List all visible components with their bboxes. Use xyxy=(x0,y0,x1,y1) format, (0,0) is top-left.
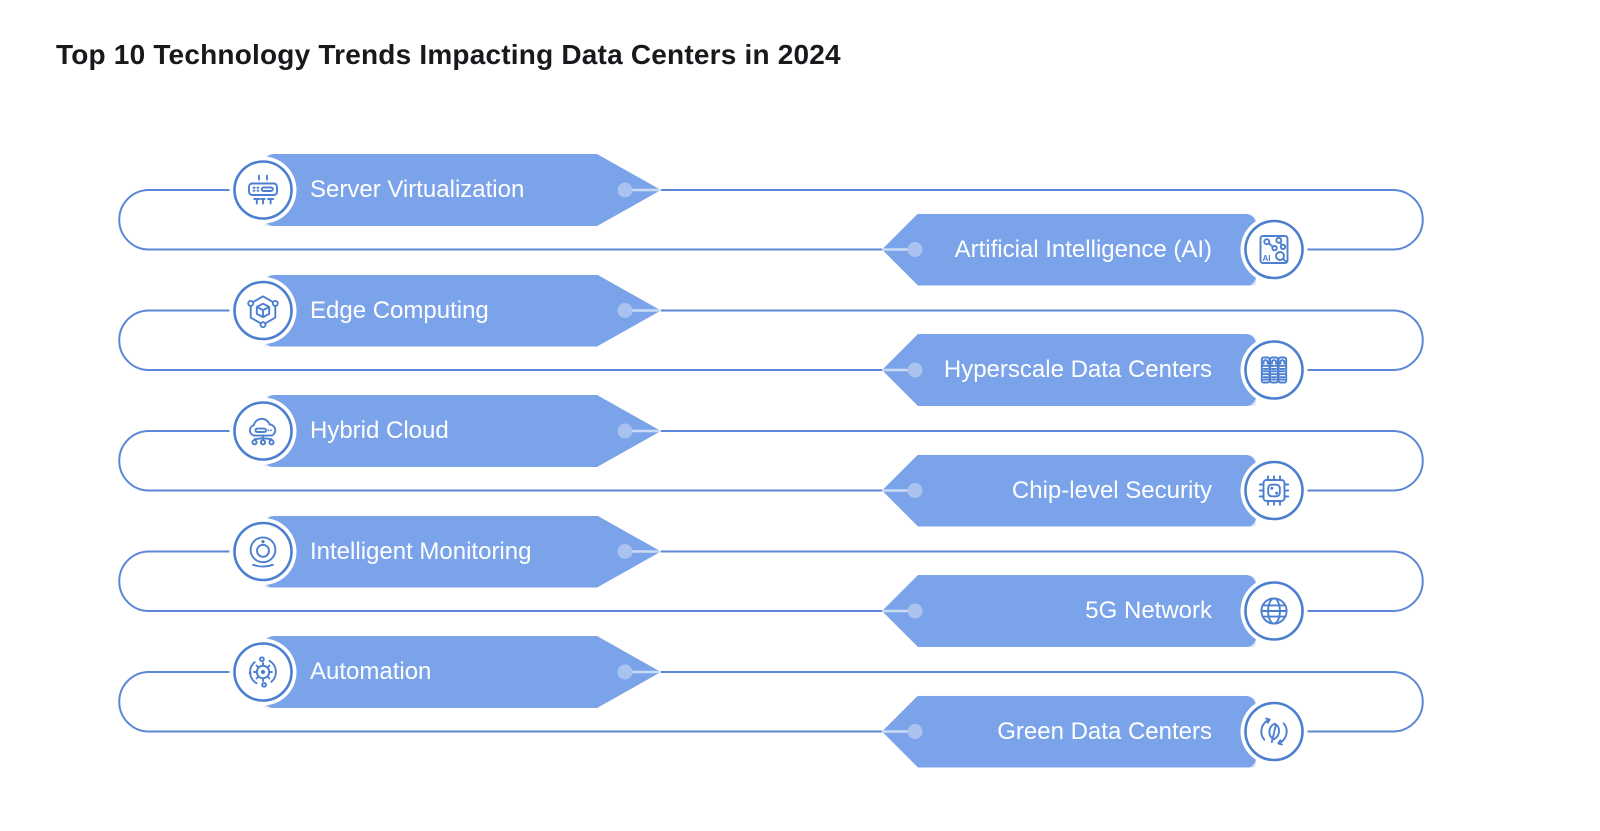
banner-label: Artificial Intelligence (AI) xyxy=(954,235,1212,263)
page-title: Top 10 Technology Trends Impacting Data … xyxy=(56,39,841,70)
banner-label: Edge Computing xyxy=(310,296,489,324)
banner-intelligent-monitoring: Intelligent Monitoring xyxy=(264,515,661,588)
green-data-centers-icon xyxy=(1260,717,1288,746)
banner-label: Hyperscale Data Centers xyxy=(943,356,1212,383)
banner-5g-network: 5G Network xyxy=(882,575,1256,647)
hyperscale-data-centers-icon xyxy=(1260,356,1288,384)
banner-label: Intelligent Monitoring xyxy=(310,537,532,565)
banner-label: Server Virtualization xyxy=(310,176,525,203)
banner-label: 5G Network xyxy=(1085,597,1212,624)
banner-artificial-intelligence-ai: Artificial Intelligence (AI) xyxy=(882,213,1256,286)
chip-level-security-icon xyxy=(1258,475,1290,506)
artificial-intelligence-icon xyxy=(1259,235,1289,264)
banner-label: Automation xyxy=(310,658,432,685)
banner-chip-level-security: Chip-level Security xyxy=(882,454,1256,527)
banner-automation: Automation xyxy=(264,636,661,708)
banner-hybrid-cloud: Hybrid Cloud xyxy=(264,395,661,467)
banner-green-data-centers: Green Data Centers xyxy=(882,695,1256,768)
banner-label: Chip-level Security xyxy=(1011,476,1212,504)
banner-label: Hybrid Cloud xyxy=(310,417,449,444)
banner-hyperscale-data-centers: Hyperscale Data Centers xyxy=(882,334,1256,406)
5g-network-icon xyxy=(1260,597,1288,625)
banner-server-virtualization: Server Virtualization xyxy=(264,154,661,226)
banner-label: Green Data Centers xyxy=(997,717,1212,745)
banner-edge-computing: Edge Computing xyxy=(264,274,661,347)
